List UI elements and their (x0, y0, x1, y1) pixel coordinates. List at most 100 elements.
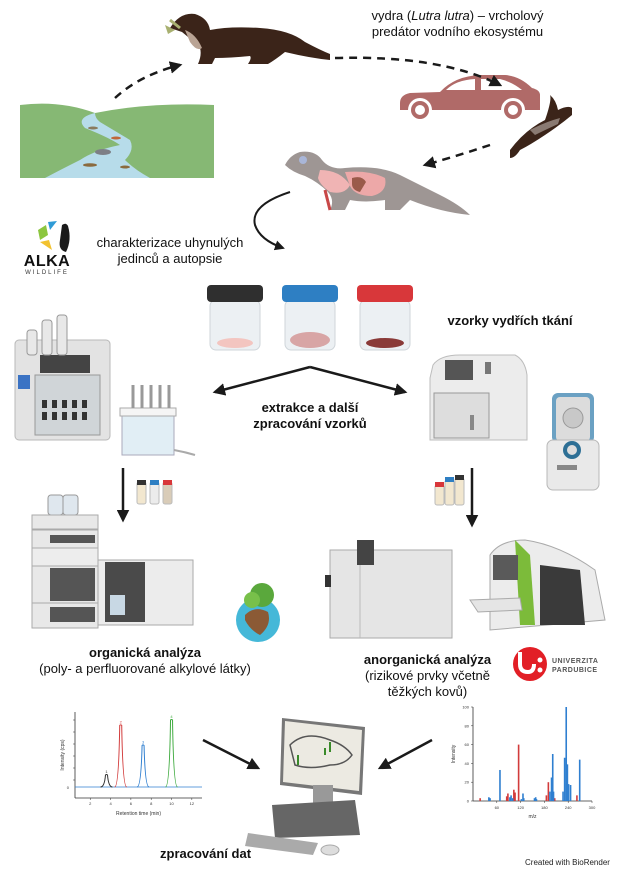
ms-x-tick-label: 240 (565, 805, 572, 810)
ms-bar-red (547, 782, 550, 801)
ms-y-label: Intensity (451, 744, 457, 763)
biorender-credit: Created with BioRender (525, 858, 610, 867)
ms-x-tick-label: 300 (589, 805, 596, 810)
arrow-spectrum-to-computer (377, 738, 433, 770)
chromatogram-peak (114, 724, 128, 788)
ms-bar-blue (569, 785, 572, 801)
dead-otter-illustration (510, 95, 572, 158)
alka-logo-text: ALKA WILDLIFE (22, 253, 72, 277)
computer-with-map (245, 718, 365, 856)
ms-x-tick-label: 60 (495, 805, 500, 810)
ms-y-tick-label: 40 (465, 761, 470, 766)
samples-caption: vzorky vydřích tkání (447, 313, 573, 328)
sample-jar-black-cap (207, 285, 263, 351)
ms-bar-red (576, 795, 578, 801)
ms-bar-blue (510, 795, 512, 801)
ms-bar-blue (489, 798, 491, 801)
ms-bar-red (513, 789, 515, 801)
otter-latin-name: Lutra lutra (411, 8, 470, 23)
ms-y-tick-label: 0 (467, 799, 470, 804)
inorganic-analysis-caption: anorganická analýza (rizikové prvky včet… (345, 652, 510, 700)
chromatogram-peak (165, 719, 179, 788)
ms-bar-blue (549, 791, 551, 801)
car-icon (400, 75, 540, 122)
sample-jar-blue-cap (282, 285, 338, 351)
spe-manifold (119, 385, 196, 456)
split-arrow-right (309, 365, 408, 396)
centrifuge (546, 393, 600, 491)
automated-extraction-instrument (14, 314, 111, 441)
otter-caption-prefix: vydra ( (371, 8, 412, 23)
chromatogram-peak-label: 2 (120, 719, 123, 724)
ms-bar-blue (551, 754, 554, 801)
chromatogram-x-tick-label: 10 (169, 801, 174, 806)
ms-bar-blue (499, 769, 501, 801)
cuni-logo (236, 583, 280, 642)
ms-y-tick-label: 100 (462, 705, 469, 710)
ms-bar-blue (522, 793, 524, 801)
flow-arrow-autopsy-to-samples (253, 191, 291, 251)
ms-bar-blue (578, 759, 581, 801)
organic-analysis-subtitle: (poly- a perfluorované alkylové látky) (39, 661, 251, 676)
data-processing-caption: zpracování dat (160, 846, 252, 861)
chromatogram-x-tick-label: 4 (109, 801, 112, 806)
chromatogram-x-tick-label: 8 (150, 801, 153, 806)
ms-x-label: m/z (528, 814, 537, 820)
chromatogram-x-tick-label: 6 (130, 801, 133, 806)
ms-bar-blue (488, 797, 490, 801)
ms-x-tick-label: 180 (541, 805, 548, 810)
ms-bar-blue (533, 798, 536, 801)
chromatogram-y-label: Intensity (cps) (60, 739, 66, 770)
ms-y-tick-label: 20 (465, 780, 470, 785)
ms-bar-blue (520, 799, 523, 801)
otter-caption-suffix: ) – vrcholový (469, 8, 544, 23)
ms-bar-blue (522, 798, 525, 801)
upce-logo-line2: PARDUBICE (552, 667, 598, 674)
lc-ms-system (31, 494, 194, 629)
ms-y-tick-label: 80 (465, 723, 470, 728)
flow-arrow-dead-otter-to-autopsy (422, 143, 491, 169)
chromatogram-peak (100, 773, 113, 788)
inorganic-analysis-title: anorganická analýza (363, 652, 492, 667)
univerzita-pardubice-logo (513, 647, 547, 681)
ms-bar-red (505, 796, 508, 801)
chromatogram-x-label: Retention time (min) (116, 811, 161, 817)
ms-bar-red (553, 798, 556, 801)
organic-analysis-caption: organická analýza (poly- a perfluorované… (20, 645, 270, 677)
icp-ms-instrument (325, 540, 453, 639)
ms-bar-blue (535, 799, 538, 801)
ms-bar-blue (567, 784, 570, 801)
extraction-line2: zpracování vzorků (253, 416, 367, 431)
ms-bar-red (507, 793, 509, 801)
ms-bar-blue (562, 791, 564, 801)
vials-organic (136, 480, 173, 505)
characterization-line1: charakterizace uhynulých (96, 235, 244, 250)
inorganic-analysis-subtitle-line2: těžkých kovů) (387, 684, 468, 699)
chromatogram-peak-label: 3 (142, 739, 145, 744)
otter-caption: vydra (Lutra lutra) – vrcholový predátor… (330, 8, 585, 40)
split-arrow-left (212, 365, 311, 396)
organic-analysis-title: organická analýza (89, 645, 201, 660)
flow-arrow-river-to-otter (114, 61, 183, 99)
alka-logo-name: ALKA (23, 253, 71, 270)
ms-bar-blue (509, 797, 511, 801)
characterization-line2: jedinců a autopsie (117, 251, 223, 266)
chromatogram-peak-label: 1 (105, 769, 108, 774)
ms-bar-blue (511, 798, 514, 801)
alka-wildlife-logo (38, 221, 70, 252)
ms-bar-blue (550, 777, 553, 801)
chromatogram-x-tick-label: 12 (190, 801, 195, 806)
chromatogram-peak (136, 744, 150, 788)
otter-illustration (165, 13, 330, 64)
upce-logo-line1: UNIVERZITA (552, 658, 599, 665)
chromatogram-peak-label: 4 (170, 714, 173, 719)
ms-bar-red (517, 744, 520, 801)
ms-bar-red (545, 795, 548, 801)
ms-bar-red (479, 798, 481, 801)
extraction-line1: extrakce a další (261, 400, 359, 415)
sample-jar-red-cap (357, 285, 413, 351)
microwave-digestion-unit (429, 354, 528, 441)
